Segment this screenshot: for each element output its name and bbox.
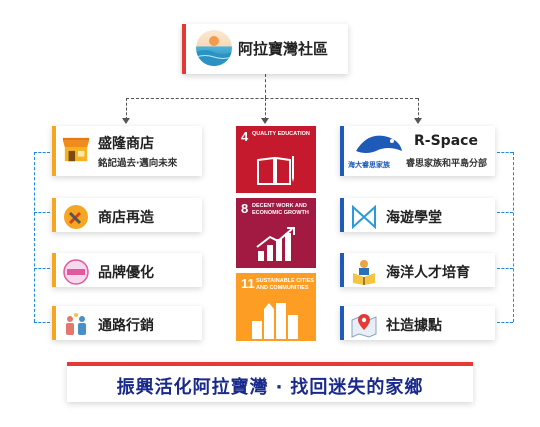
right-bracket-tick	[497, 152, 513, 153]
left-bracket-tick	[34, 322, 50, 323]
tools-icon	[62, 203, 90, 231]
left-bracket-tick	[34, 212, 50, 213]
card-ocean-talent: 海洋人才培育	[340, 253, 495, 287]
left-bracket-tick	[34, 152, 50, 153]
sdg-text: SUSTAINABLE CITIES AND COMMUNITIES	[256, 278, 314, 291]
card-r-space: 海大睿思家族 R-Space 睿思家族和平島分部	[340, 126, 495, 176]
sdg-number: 8	[241, 201, 249, 216]
sdg-number: 11	[241, 276, 255, 291]
card-shenglong-store: 盛隆商店 銘記過去‧邁向未來	[52, 126, 202, 176]
header-connector	[265, 74, 266, 98]
card-title: 通路行銷	[98, 318, 154, 334]
branch-connector	[126, 98, 418, 99]
sdg-text: DECENT WORK AND ECONOMIC GROWTH	[252, 203, 309, 216]
storefront-icon	[62, 136, 90, 164]
right-bracket-tick	[497, 322, 513, 323]
card-store-rebuild: 商店再造	[52, 198, 202, 232]
left-bracket-tick	[34, 268, 50, 269]
sdg-number: 4	[241, 129, 249, 144]
card-channel-marketing: 通路行銷	[52, 306, 202, 340]
right-branch-connector	[418, 98, 419, 120]
right-bracket-tick	[497, 268, 513, 269]
book-pencil-icon	[256, 154, 296, 193]
card-title: 海遊學堂	[386, 210, 442, 226]
slogan-text: 振興活化阿拉寶灣 ‧ 找回迷失的家鄉	[116, 377, 424, 398]
card-community-base: 社造據點	[340, 306, 495, 340]
brand-badge-icon	[62, 258, 90, 286]
card-title: 盛隆商店	[98, 136, 154, 152]
left-branch-connector	[126, 98, 127, 120]
reading-person-icon	[350, 258, 378, 286]
card-subtitle: 睿思家族和平島分部	[406, 159, 488, 169]
map-pin-icon	[350, 311, 378, 339]
card-title: 海洋人才培育	[386, 265, 470, 281]
right-bracket	[513, 152, 514, 322]
beach-logo-icon	[196, 30, 232, 66]
card-title: 商店再造	[98, 210, 154, 226]
card-title: 品牌優化	[98, 265, 154, 281]
card-brand-optimization: 品牌優化	[52, 253, 202, 287]
center-branch-connector	[265, 98, 266, 120]
arrow-down-icon	[261, 118, 269, 124]
sdg-tile-11: 11 SUSTAINABLE CITIES AND COMMUNITIES	[236, 273, 316, 341]
right-bracket-tick	[497, 212, 513, 213]
sdg-text: QUALITY EDUCATION	[252, 131, 310, 137]
bowtie-logo-icon	[350, 203, 378, 231]
arrow-down-icon	[414, 118, 422, 124]
arrow-down-icon	[122, 118, 130, 124]
growth-chart-icon	[254, 225, 298, 268]
sdg-tile-8: 8 DECENT WORK AND ECONOMIC GROWTH	[236, 198, 316, 268]
sdg-tile-4: 4 QUALITY EDUCATION	[236, 126, 316, 193]
slogan-banner: 振興活化阿拉寶灣 ‧ 找回迷失的家鄉	[67, 362, 473, 402]
city-buildings-icon	[250, 299, 302, 344]
community-header: 阿拉寶灣社區	[182, 24, 348, 74]
community-title: 阿拉寶灣社區	[238, 40, 329, 58]
card-title: R-Space	[414, 133, 478, 149]
r-space-logo-text: 海大睿思家族	[348, 161, 390, 169]
people-marketing-icon	[62, 311, 90, 339]
r-space-logo-icon: 海大睿思家族	[348, 129, 406, 173]
card-title: 社造據點	[386, 318, 442, 334]
card-ocean-academy: 海遊學堂	[340, 198, 495, 232]
card-subtitle: 銘記過去‧邁向未來	[98, 158, 178, 169]
left-bracket	[34, 152, 35, 322]
